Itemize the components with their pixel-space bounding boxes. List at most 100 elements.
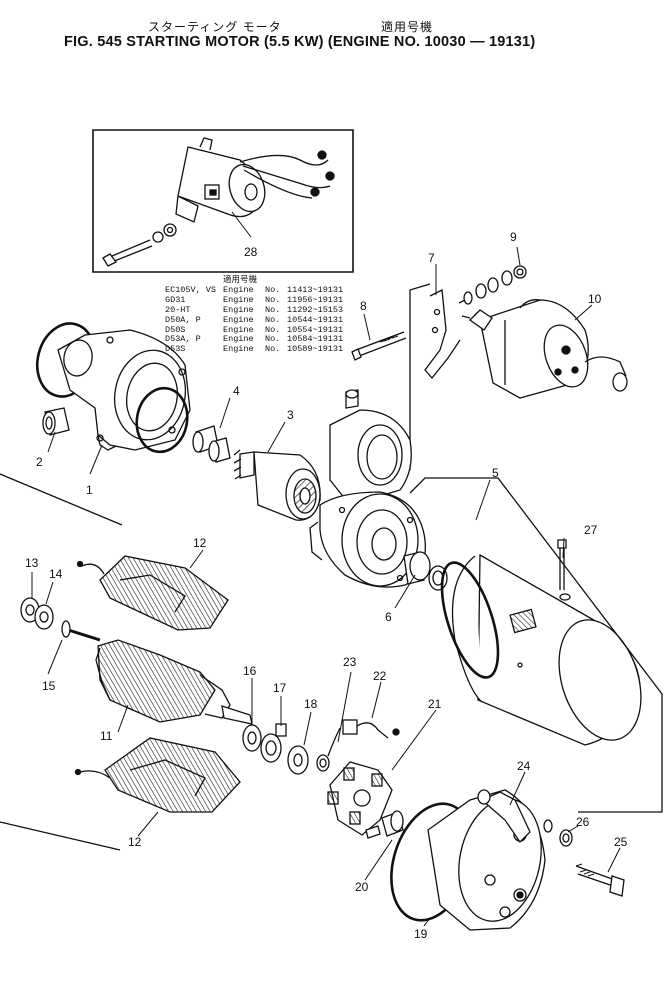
end-frame bbox=[309, 491, 426, 588]
label-17: 17 bbox=[273, 681, 287, 695]
no-cell: No. bbox=[265, 324, 281, 335]
label-6: 6 bbox=[385, 610, 392, 624]
model-cell: EC105V, VS bbox=[165, 284, 217, 295]
range-cell: 10554~19131 bbox=[287, 324, 344, 335]
label-24: 24 bbox=[517, 759, 531, 773]
jp-applicability-text: 適用号機 bbox=[381, 20, 434, 34]
table-row: D50S Engine No. 10554~19131 bbox=[165, 324, 344, 336]
collar-4 bbox=[192, 425, 231, 463]
label-15: 15 bbox=[42, 679, 56, 693]
leader-lines bbox=[31, 211, 621, 927]
washer-26 bbox=[543, 819, 573, 847]
model-cell: D50A, P bbox=[165, 314, 201, 325]
japanese-title: スターティング モータ 適用号機 bbox=[148, 18, 568, 35]
engine-cell: Engine bbox=[223, 284, 254, 295]
table-row: 20-HT Engine No. 11292~15153 bbox=[165, 304, 344, 316]
washer-16 bbox=[242, 724, 262, 752]
range-cell: 11956~19131 bbox=[287, 294, 344, 305]
model-cell: D53S bbox=[165, 344, 186, 355]
label-27: 27 bbox=[584, 523, 598, 537]
no-cell: No. bbox=[265, 294, 281, 305]
label-11: 11 bbox=[100, 729, 113, 743]
group-outline-5 bbox=[409, 477, 663, 813]
label-1: 1 bbox=[86, 483, 93, 497]
label-20: 20 bbox=[355, 880, 369, 894]
group-outline-left bbox=[0, 473, 123, 851]
model-cell: 20-HT bbox=[165, 304, 191, 315]
table-header: 適用号機 bbox=[223, 275, 258, 285]
label-16: 16 bbox=[243, 664, 257, 678]
table-row: EC105V, VS Engine No. 11413~19131 bbox=[165, 284, 344, 296]
inset-frame bbox=[92, 129, 354, 273]
bushing-20 bbox=[381, 810, 404, 837]
label-22: 22 bbox=[373, 669, 387, 683]
label-9: 9 bbox=[510, 230, 517, 244]
washers-9 bbox=[458, 265, 527, 305]
alt-solenoid-28 bbox=[102, 137, 335, 267]
pinion-3 bbox=[233, 449, 321, 521]
label-13: 13 bbox=[25, 556, 39, 570]
no-cell: No. bbox=[265, 344, 281, 355]
label-28: 28 bbox=[244, 245, 258, 259]
label-12b: 12 bbox=[128, 835, 142, 849]
no-cell: No. bbox=[265, 334, 281, 345]
label-8: 8 bbox=[360, 299, 367, 313]
o-ring-housing bbox=[135, 386, 189, 454]
label-3: 3 bbox=[287, 408, 294, 422]
label-23: 23 bbox=[343, 655, 357, 669]
label-7: 7 bbox=[428, 251, 435, 265]
brush-22 bbox=[342, 719, 400, 739]
engine-cell: Engine bbox=[223, 294, 254, 305]
range-cell: 11292~15153 bbox=[287, 304, 344, 315]
gear-case-5 bbox=[329, 389, 412, 506]
range-cell: 10589~19131 bbox=[287, 344, 344, 355]
no-cell: No. bbox=[265, 304, 281, 315]
table-row: D50A, P Engine No. 10544~19131 bbox=[165, 314, 344, 326]
bolt-8 bbox=[351, 331, 407, 361]
washer-18 bbox=[287, 745, 309, 775]
engine-cell: Engine bbox=[223, 344, 254, 355]
label-26: 26 bbox=[576, 815, 590, 829]
model-cell: D50S bbox=[165, 324, 186, 335]
label-12a: 12 bbox=[193, 536, 207, 550]
label-2: 2 bbox=[36, 455, 43, 469]
engine-cell: Engine bbox=[223, 324, 254, 335]
label-21: 21 bbox=[428, 697, 442, 711]
label-14: 14 bbox=[49, 567, 63, 581]
table-row: D53A, P Engine No. 10584~19131 bbox=[165, 335, 343, 345]
label-4: 4 bbox=[233, 384, 240, 398]
engine-applicability-table: 適用号機 EC105V, VS Engine No. 11413~19131 G… bbox=[165, 275, 344, 355]
yoke-frame bbox=[440, 553, 642, 746]
rear-cover-24 bbox=[427, 789, 546, 931]
table-row: GD31 Engine No. 11956~19131 bbox=[165, 294, 344, 306]
label-18: 18 bbox=[304, 697, 318, 711]
spring-23 bbox=[316, 727, 341, 772]
engine-cell: Engine bbox=[223, 304, 254, 315]
field-coil-12-lower bbox=[74, 737, 241, 813]
label-5: 5 bbox=[492, 466, 499, 480]
label-19: 19 bbox=[414, 927, 428, 941]
bolt-25 bbox=[575, 863, 625, 897]
range-cell: 10544~19131 bbox=[287, 314, 344, 325]
engine-cell: Engine bbox=[223, 314, 254, 325]
field-coil-12-upper bbox=[76, 555, 229, 631]
part-labels: 1 2 3 4 5 6 7 8 9 10 11 12 12 13 14 15 1… bbox=[25, 230, 628, 941]
engine-cell: Engine bbox=[223, 334, 254, 345]
washer-14 bbox=[34, 604, 54, 630]
bearing-6 bbox=[403, 551, 448, 591]
no-cell: No. bbox=[265, 314, 281, 325]
solenoid-10 bbox=[461, 299, 628, 399]
brush-holder-21 bbox=[327, 761, 393, 839]
range-cell: 11413~19131 bbox=[287, 284, 344, 295]
armature-11 bbox=[61, 620, 253, 725]
table-row: D53S Engine No. 10589~19131 bbox=[165, 344, 344, 355]
figure-title: FIG. 545 STARTING MOTOR (5.5 KW) (ENGINE… bbox=[64, 34, 536, 50]
label-25: 25 bbox=[614, 835, 628, 849]
bushing-2 bbox=[42, 407, 70, 436]
washer-17 bbox=[260, 723, 287, 763]
range-cell: 10584~19131 bbox=[287, 334, 344, 345]
no-cell: No. bbox=[265, 284, 281, 295]
model-cell: D53A, P bbox=[165, 334, 201, 345]
model-cell: GD31 bbox=[165, 294, 186, 305]
